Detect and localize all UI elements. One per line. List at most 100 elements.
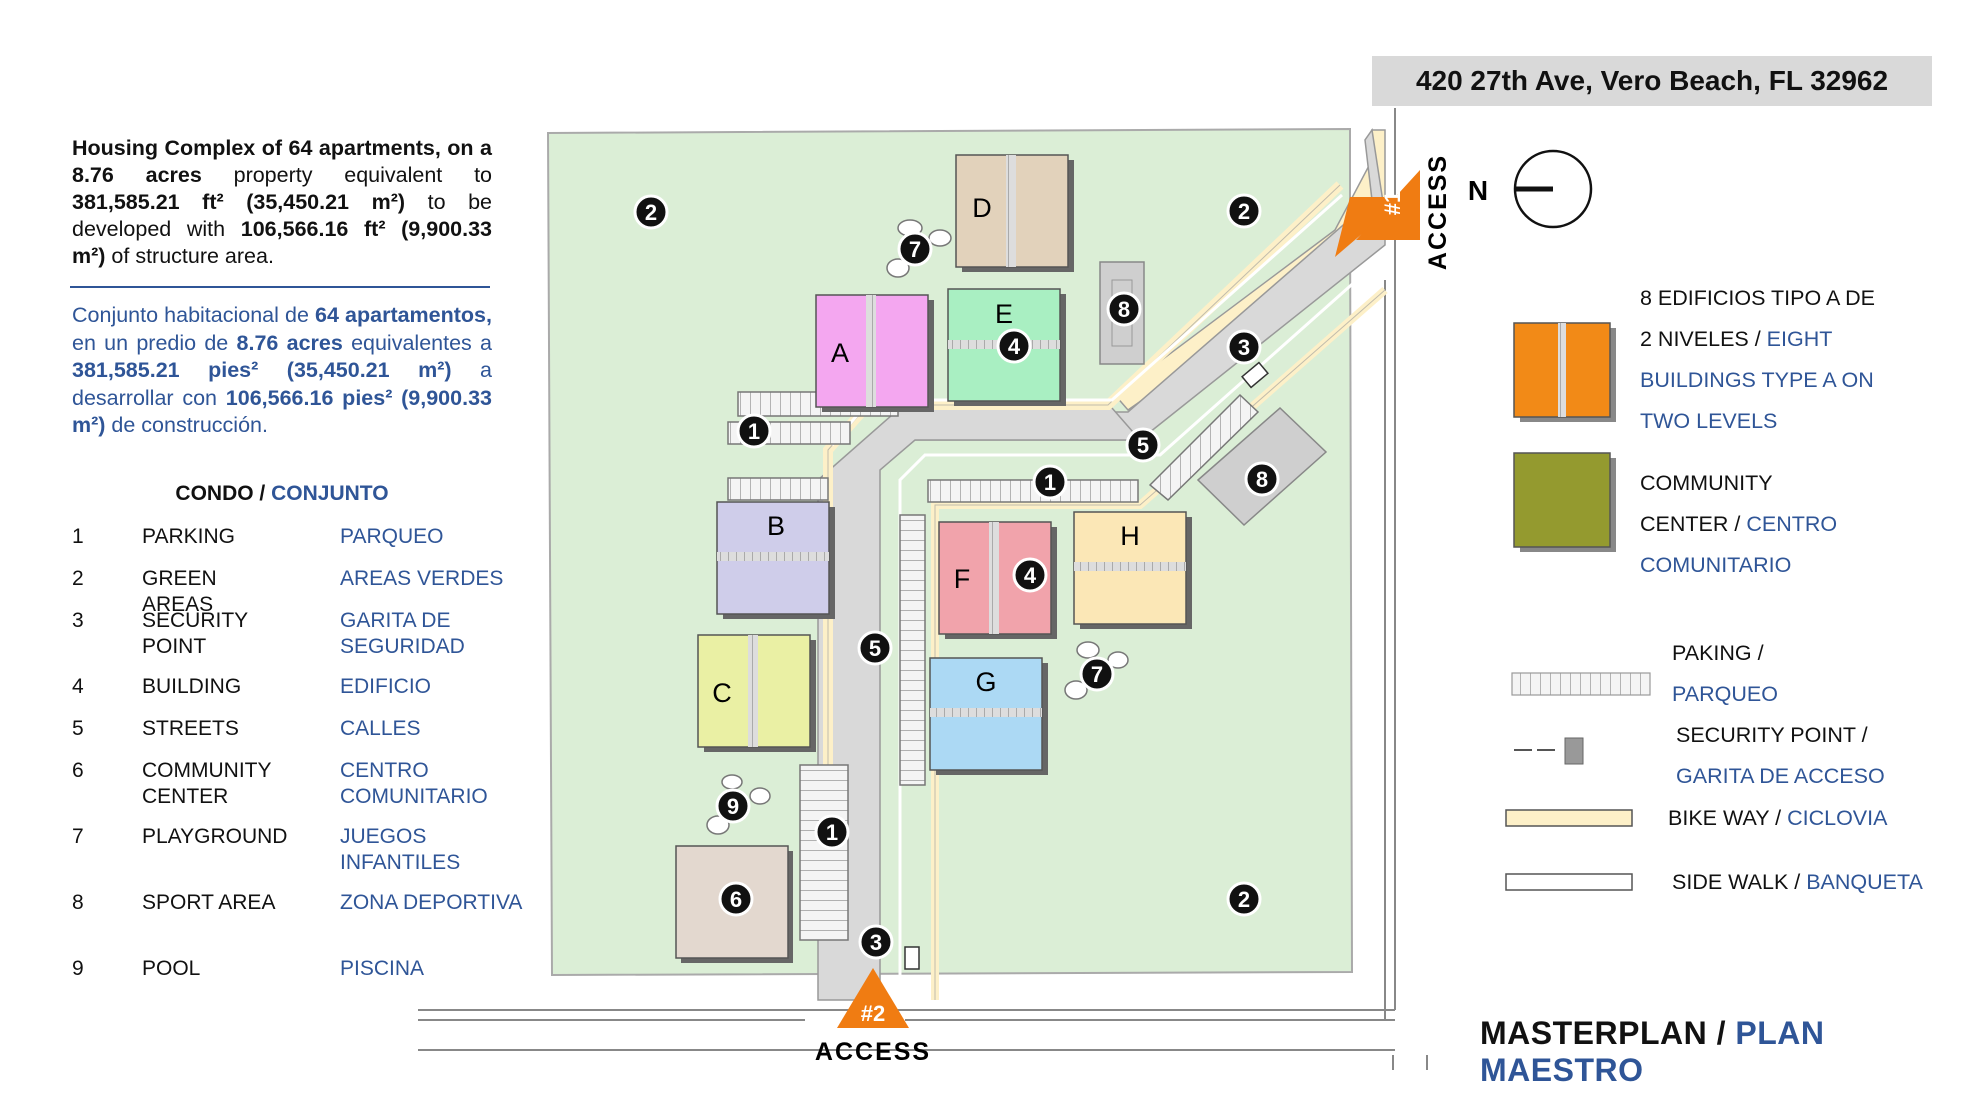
intro-es-p6: 381,585.21 pies² (35,450.21 m²)	[72, 358, 452, 382]
key-bike-way-text: BIKE WAY / CICLOVIA	[1668, 798, 1968, 839]
address-banner: 420 27th Ave, Vero Beach, FL 32962	[1372, 56, 1932, 106]
intro-es-p2: 64 apartamentos,	[315, 303, 492, 327]
building-G: G	[929, 657, 1048, 775]
legend-en: GREEN AREAS	[142, 567, 217, 616]
svg-text:1: 1	[748, 419, 760, 444]
marker-community-center: 6	[718, 881, 754, 917]
key-buildings-line2-en: EIGHT	[1766, 327, 1833, 351]
marker-building: 4	[996, 328, 1032, 364]
marker-security-point: 3	[1226, 329, 1262, 365]
svg-text:4: 4	[1008, 334, 1021, 359]
svg-text:6: 6	[730, 887, 742, 912]
svg-text:3: 3	[1238, 335, 1250, 360]
building-E-label: E	[995, 299, 1013, 329]
access-1-label: ACCESS	[1424, 154, 1452, 270]
key-parking-es: PARQUEO	[1672, 682, 1778, 706]
key-buildings-line2: 2 NIVELES / EIGHT	[1640, 319, 1940, 360]
legend-num: 1	[72, 525, 84, 548]
intro-en-p2: on a 8.76 acres	[72, 136, 492, 187]
key-community-line2: CENTER / CENTRO	[1640, 504, 1940, 545]
intro-en-p6: 106,566.16 ft² (9,900.33 m²)	[72, 217, 492, 268]
marker-street: 5	[1125, 427, 1161, 463]
key-bike-es: CICLOVIA	[1787, 806, 1888, 830]
marker-green-area: 2	[1226, 881, 1262, 917]
legend-en: SPORT AREA	[142, 891, 276, 914]
legend-es: GARITA DE SEGURIDAD	[340, 609, 465, 658]
key-security-text: SECURITY POINT / GARITA DE ACCESO	[1676, 715, 1966, 797]
marker-green-area: 2	[633, 194, 669, 230]
intro-es-p5: equivalentes a	[342, 330, 492, 355]
svg-text:2: 2	[1238, 887, 1250, 912]
address-text: 420 27th Ave, Vero Beach, FL 32962	[1415, 65, 1889, 96]
key-walk-es: BANQUETA	[1806, 870, 1923, 894]
legend-num: 7	[72, 825, 84, 848]
legend-es: AREAS VERDES	[340, 567, 504, 590]
svg-text:8: 8	[1118, 297, 1130, 322]
access-2: #2 ACCESS	[815, 968, 929, 1066]
community-center-swatch	[1513, 452, 1611, 548]
masterplan-es: PLAN MAESTRO	[1480, 1015, 1825, 1088]
key-bike-en: BIKE WAY /	[1668, 806, 1788, 830]
legend-es: PISCINA	[340, 957, 425, 980]
intro-es-p3: en un predio de	[72, 330, 237, 355]
svg-text:5: 5	[1137, 433, 1149, 458]
key-swatches	[1505, 322, 1651, 891]
svg-text:8: 8	[1256, 467, 1268, 492]
access-1-badge: #1	[1380, 191, 1405, 215]
marker-pool: 9	[715, 788, 751, 824]
legend-es: EDIFICIO	[340, 675, 432, 698]
intro-es-p4: 8.76 acres	[236, 330, 343, 355]
svg-text:2: 2	[1238, 199, 1250, 224]
svg-text:9: 9	[727, 794, 739, 819]
legend-num: 4	[72, 675, 84, 698]
marker-sport-area: 8	[1244, 461, 1280, 497]
security-point-swatch	[1564, 737, 1584, 765]
intro-en-p4: 381,585.21 ft² (35,450.21 m²)	[72, 190, 406, 214]
masterplan-title: MASTERPLAN / PLAN MAESTRO	[1480, 1015, 1980, 1089]
legend-num: 2	[72, 567, 84, 590]
building-B: B	[716, 501, 835, 619]
legend-en: PLAYGROUND	[142, 825, 288, 848]
intro-en-p5: to be developed with	[72, 190, 493, 241]
svg-text:2: 2	[645, 200, 657, 225]
intro-en-p3: property equivalent to	[201, 163, 492, 187]
building-C-label: C	[712, 678, 732, 708]
legend-num: 5	[72, 717, 84, 740]
legend-num: 9	[72, 957, 84, 980]
svg-text:4: 4	[1024, 563, 1037, 588]
key-buildings-line1: 8 EDIFICIOS TIPO A DE	[1640, 286, 1875, 310]
legend-es: CALLES	[340, 717, 421, 740]
legend-en: PARKING	[142, 525, 235, 548]
marker-sport-area: 8	[1106, 291, 1142, 327]
legend-num: 3	[72, 609, 84, 632]
svg-text:1: 1	[826, 820, 838, 845]
legend-en: SECURITY POINT	[142, 609, 248, 658]
key-community-line2-es: CENTRO	[1746, 512, 1838, 536]
key-buildings-line2-es: 2 NIVELES /	[1640, 327, 1767, 351]
security-booth	[904, 361, 1269, 970]
legend-title-sep: /	[253, 482, 272, 505]
north-arrow: N	[1468, 149, 1593, 229]
legend-es: PARQUEO	[340, 525, 444, 548]
legend-es: ZONA DEPORTIVA	[340, 891, 523, 914]
marker-green-area: 2	[1226, 193, 1262, 229]
key-parking-text: PAKING / PARQUEO	[1672, 633, 1952, 715]
key-community-line3: COMUNITARIO	[1640, 553, 1792, 577]
marker-playground: 7	[1079, 656, 1115, 692]
legend-en: BUILDING	[142, 675, 242, 698]
access-1: #1 ACCESS	[1335, 154, 1452, 270]
legend-title: CONDO / CONJUNTO	[72, 482, 492, 506]
building-F-label: F	[954, 564, 971, 594]
key-parking-en: PAKING /	[1672, 641, 1764, 665]
building-D: D	[955, 154, 1074, 272]
building-H: H	[1073, 511, 1192, 629]
key-security-en: SECURITY POINT /	[1676, 723, 1868, 747]
marker-parking: 1	[1032, 464, 1068, 500]
legend-num: 6	[72, 759, 84, 782]
legend-en: COMMUNITY CENTER	[142, 759, 272, 808]
parking-swatch	[1511, 672, 1651, 696]
intro-en-p1: Housing Complex of 64 apartments,	[72, 136, 441, 160]
intro-english: Housing Complex of 64 apartments, on a 8…	[72, 135, 492, 270]
marker-street: 5	[857, 630, 893, 666]
